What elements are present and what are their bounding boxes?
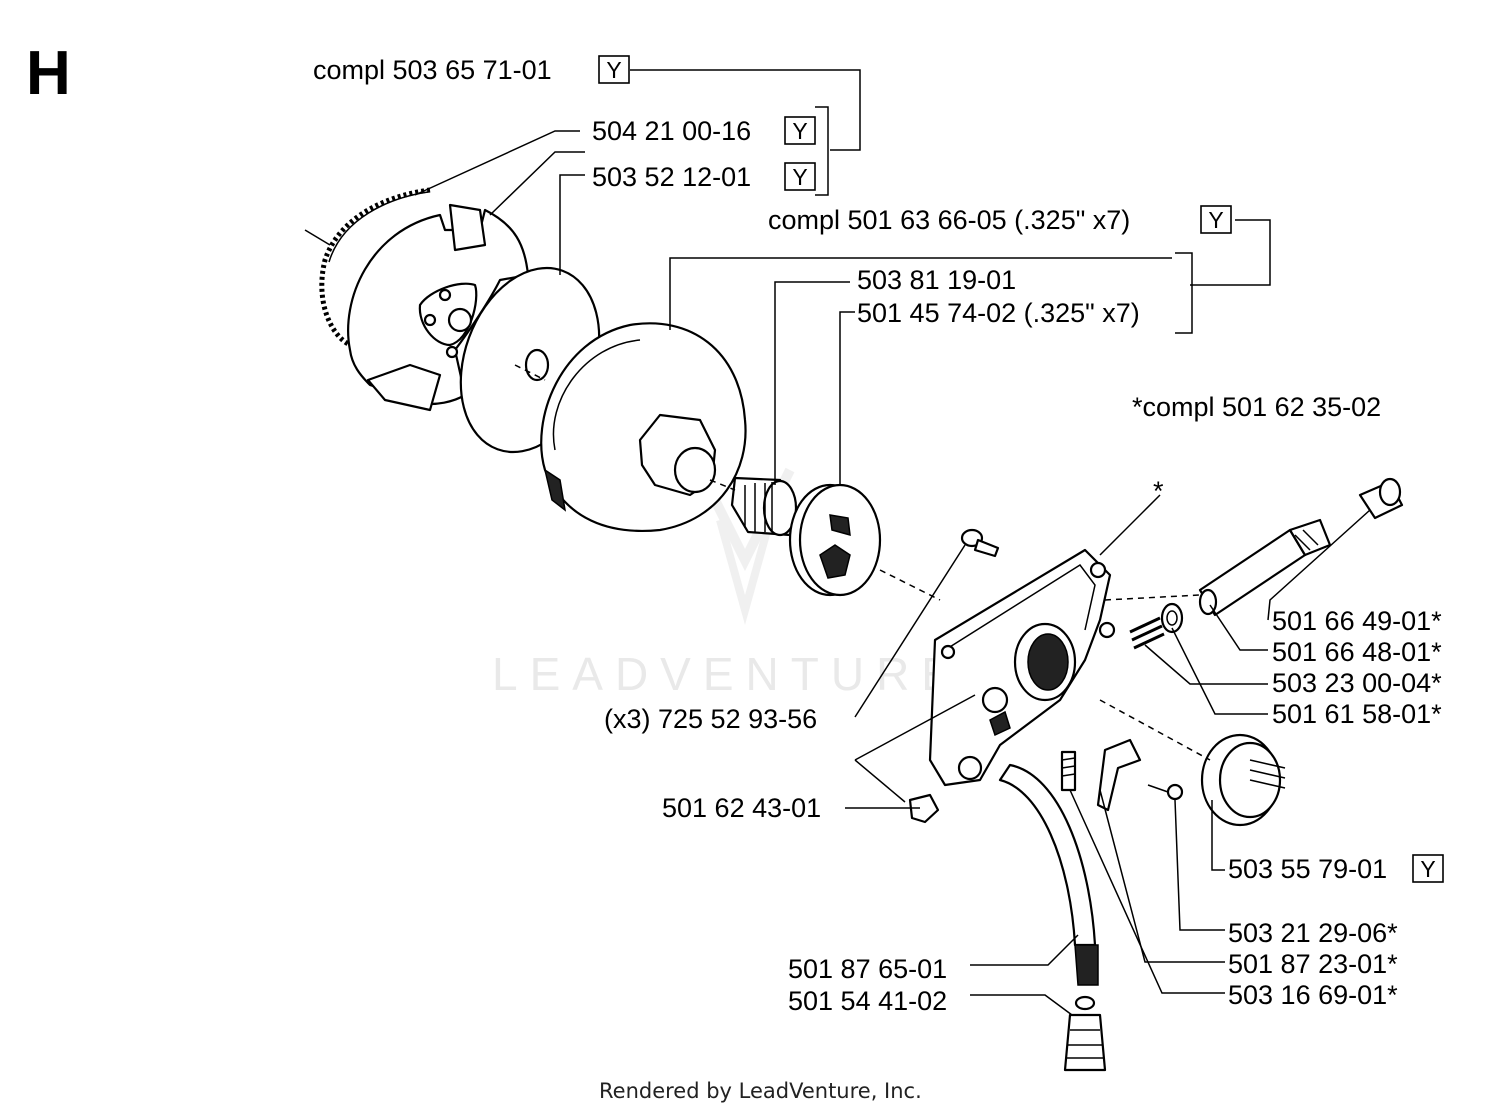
oil-pump-housing-part xyxy=(928,548,1116,787)
label-503-23-00-04: 503 23 00-04* xyxy=(1272,668,1442,698)
pump-spindle-part xyxy=(1198,518,1332,617)
label-504-21-00-16: 504 21 00-16 xyxy=(592,116,751,146)
clutch-spring-part xyxy=(304,187,431,348)
label-compl-501-63-66-05: compl 501 63 66-05 (.325" x7) xyxy=(768,205,1130,235)
label-503-16-69-01: 503 16 69-01* xyxy=(1228,980,1398,1010)
y-marker: Y xyxy=(784,116,816,145)
svg-text:Y: Y xyxy=(606,57,621,83)
svg-text:Y: Y xyxy=(792,164,807,190)
clutch-shoe-part xyxy=(347,203,530,412)
label-501-62-43-01: 501 62 43-01 xyxy=(662,793,821,823)
label-503-21-29-06: 503 21 29-06* xyxy=(1228,918,1398,948)
label-501-66-48-01: 501 66 48-01* xyxy=(1272,637,1442,667)
footer-credit: Rendered by LeadVenture, Inc. xyxy=(599,1079,922,1103)
label-503-55-79-01: 503 55 79-01 xyxy=(1228,854,1387,884)
plug-part xyxy=(1358,477,1404,520)
label-501-87-23-01: 501 87 23-01* xyxy=(1228,949,1398,979)
label-asterisk: * xyxy=(1153,476,1164,506)
clutch-drum-part xyxy=(540,322,747,532)
svg-text:Y: Y xyxy=(1420,856,1435,882)
y-marker: Y xyxy=(598,55,630,84)
pump-worm-part xyxy=(1060,750,1077,792)
label-501-66-49-01: 501 66 49-01* xyxy=(1272,606,1442,636)
watermark-text: LEADVENTURE xyxy=(492,648,964,700)
screw-part xyxy=(960,528,1000,558)
svg-text:Y: Y xyxy=(1208,207,1223,233)
label-501-61-58-01: 501 61 58-01* xyxy=(1272,699,1442,729)
needle-bearing-part xyxy=(730,476,798,537)
label-503-52-12-01: 503 52 12-01 xyxy=(592,162,751,192)
oil-hose-part xyxy=(998,763,1099,986)
y-marker: Y xyxy=(784,162,816,191)
label-503-81-19-01: 503 81 19-01 xyxy=(857,265,1016,295)
label-501-45-74-02: 501 45 74-02 (.325" x7) xyxy=(857,298,1140,328)
spring-part xyxy=(1129,602,1184,650)
label-compl-503-65-71-01: compl 503 65 71-01 xyxy=(313,55,552,85)
rim-sprocket-part xyxy=(788,483,882,597)
small-screw-part xyxy=(1147,783,1184,801)
label-501-54-41-02: 501 54 41-02 xyxy=(788,986,947,1016)
oil-filter-part xyxy=(1063,995,1107,1072)
label-501-87-65-01: 501 87 65-01 xyxy=(788,954,947,984)
label-725-52-93-56: (x3) 725 52 93-56 xyxy=(604,704,817,734)
leader-lines xyxy=(414,69,1371,1016)
section-letter: H xyxy=(26,39,71,108)
bracket-part xyxy=(1096,738,1142,812)
y-marker: Y xyxy=(1200,205,1232,234)
label-compl-501-62-35-02: *compl 501 62 35-02 xyxy=(1132,392,1381,422)
svg-text:Y: Y xyxy=(792,118,807,144)
nut-part xyxy=(908,793,940,824)
adjuster-screw-part xyxy=(1200,733,1286,827)
y-marker: Y xyxy=(1412,854,1444,883)
